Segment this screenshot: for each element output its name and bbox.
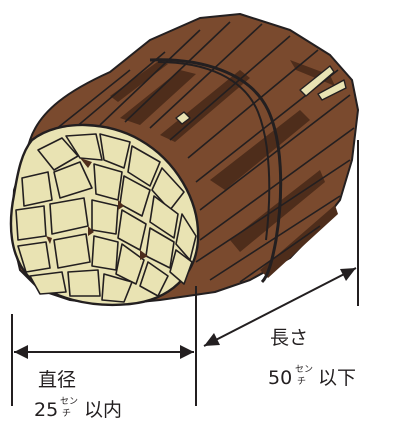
diameter-value: 25 [34, 399, 58, 421]
length-unit-bottom: チ [297, 376, 306, 387]
binding-rope-inner [157, 61, 271, 241]
diameter-arrowhead-right [180, 345, 194, 359]
diameter-suffix: 以内 [84, 399, 122, 421]
binding-rope [149, 58, 283, 284]
diameter-title: 直径 [38, 369, 76, 391]
length-unit-top: セン [295, 364, 313, 375]
bark-highlights [175, 65, 347, 125]
diameter-label: 直径 25 セン チ 以内 [34, 369, 122, 421]
dimension-lines [11, 140, 359, 406]
split-pieces [15, 133, 197, 303]
length-title: 長さ [270, 327, 308, 349]
length-arrow-line [203, 267, 357, 347]
length-arrowhead-lower [204, 333, 220, 346]
length-arrowhead-upper [340, 268, 356, 281]
length-suffix: 以下 [318, 367, 356, 389]
end-gaps [46, 158, 148, 260]
diameter-unit-top: セン [60, 396, 78, 407]
length-value: 50 [268, 367, 292, 389]
firewood-bundle-illustration [9, 13, 359, 307]
diameter-unit-bottom: チ [62, 408, 71, 419]
diameter-arrowhead-left [14, 345, 28, 359]
length-label: 長さ 50 セン チ 以下 [268, 327, 356, 389]
